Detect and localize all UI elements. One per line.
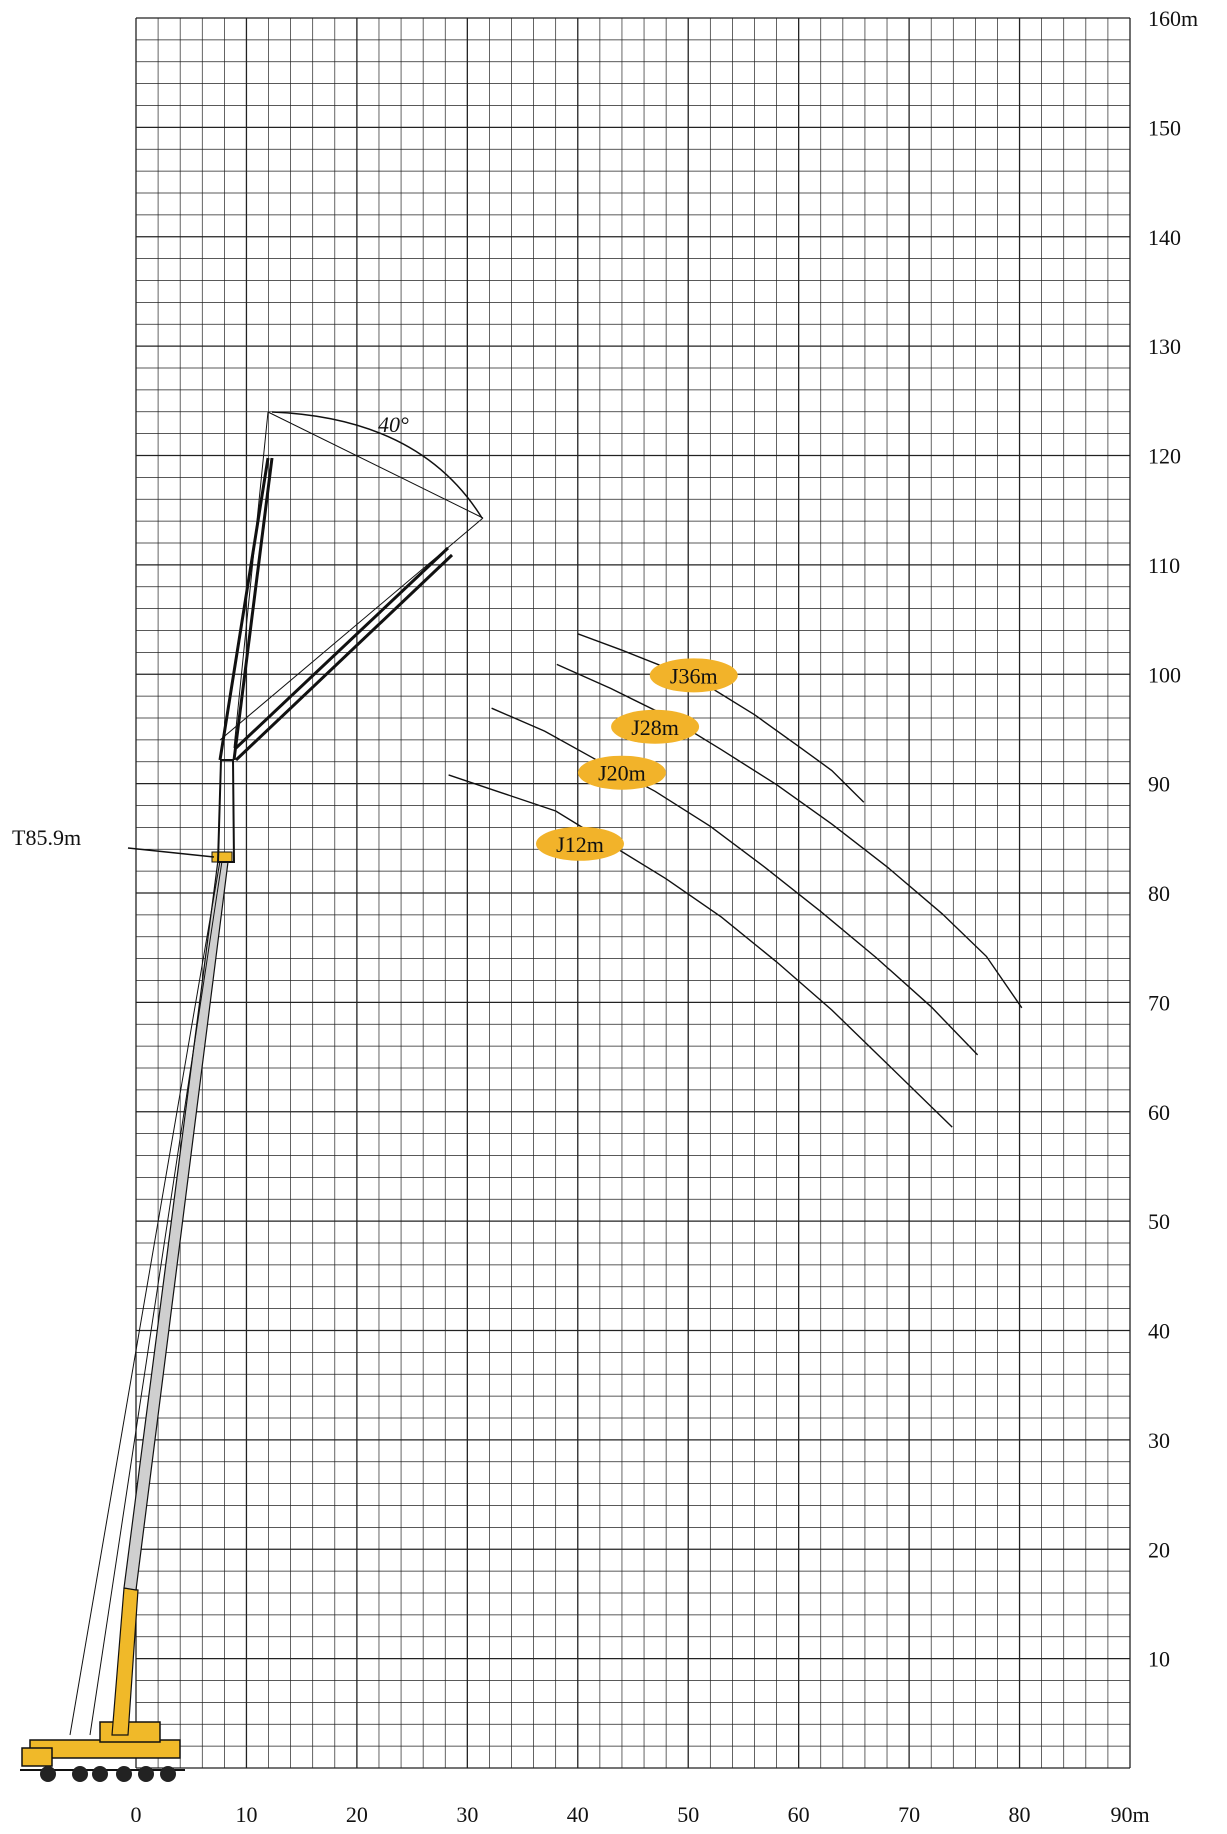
y-tick-label: 110: [1148, 553, 1180, 578]
series-curve-j36m: [577, 633, 865, 803]
x-tick-label: 50: [677, 1802, 699, 1827]
y-tick-label: 90: [1148, 772, 1170, 797]
y-tick-label: 100: [1148, 662, 1181, 687]
series-label-j36m: J36m: [670, 663, 718, 688]
x-tick-label: 30: [456, 1802, 478, 1827]
series-curve-j20m: [491, 707, 979, 1056]
y-tick-label: 10: [1148, 1647, 1170, 1672]
x-tick-label: 80: [1009, 1802, 1031, 1827]
tick-labels: 0 10 20 30 40 50 60 70 80 90m 10 20 30 40 50 60 70 80 90 10…: [131, 6, 1199, 1827]
y-tick-label: 150: [1148, 115, 1181, 140]
x-tick-label: 0: [131, 1802, 142, 1827]
y-tick-label: 30: [1148, 1428, 1170, 1453]
crane-illustration: 40° T85.9m: [12, 411, 484, 1782]
series-layer: J12m J20m J28m J36m: [448, 633, 1023, 1128]
series-tag-j36m: [649, 658, 738, 693]
y-tick-label: 120: [1148, 444, 1181, 469]
x-tick-label: 60: [788, 1802, 810, 1827]
boom-length-leader: [127, 847, 215, 858]
series-label-j28m: J28m: [631, 715, 679, 740]
series-label-j12m: J12m: [556, 832, 604, 857]
x-tick-label: 40: [567, 1802, 589, 1827]
grid: [135, 17, 1131, 1769]
y-tick-label: 20: [1148, 1537, 1170, 1562]
series-tag-j20m: [577, 755, 666, 790]
jib-angle-label: 40°: [378, 412, 409, 437]
series-curve-j12m: [448, 774, 953, 1128]
y-tick-label: 40: [1148, 1319, 1170, 1344]
y-tick-label: 140: [1148, 225, 1181, 250]
y-tick-label: 50: [1148, 1209, 1170, 1234]
x-tick-label: 10: [235, 1802, 257, 1827]
y-tick-label: 80: [1148, 881, 1170, 906]
series-tag-j28m: [611, 709, 700, 744]
series-label-j20m: J20m: [598, 761, 646, 786]
series-curve-j28m: [556, 663, 1023, 1009]
boom-length-label: T85.9m: [12, 825, 81, 850]
x-tick-label: 20: [346, 1802, 368, 1827]
series-tag-j12m: [535, 826, 624, 861]
crane-carrier: [20, 1721, 185, 1782]
y-tick-label: 60: [1148, 1100, 1170, 1125]
jib-angle-arc: [271, 411, 483, 519]
x-tick-label: 90m: [1110, 1802, 1149, 1827]
x-tick-label: 70: [898, 1802, 920, 1827]
y-tick-label: 130: [1148, 334, 1181, 359]
lattice-mast: [216, 411, 484, 863]
y-tick-label: 160m: [1148, 6, 1198, 31]
y-tick-label: 70: [1148, 990, 1170, 1015]
telescopic-boom: [69, 851, 233, 1736]
